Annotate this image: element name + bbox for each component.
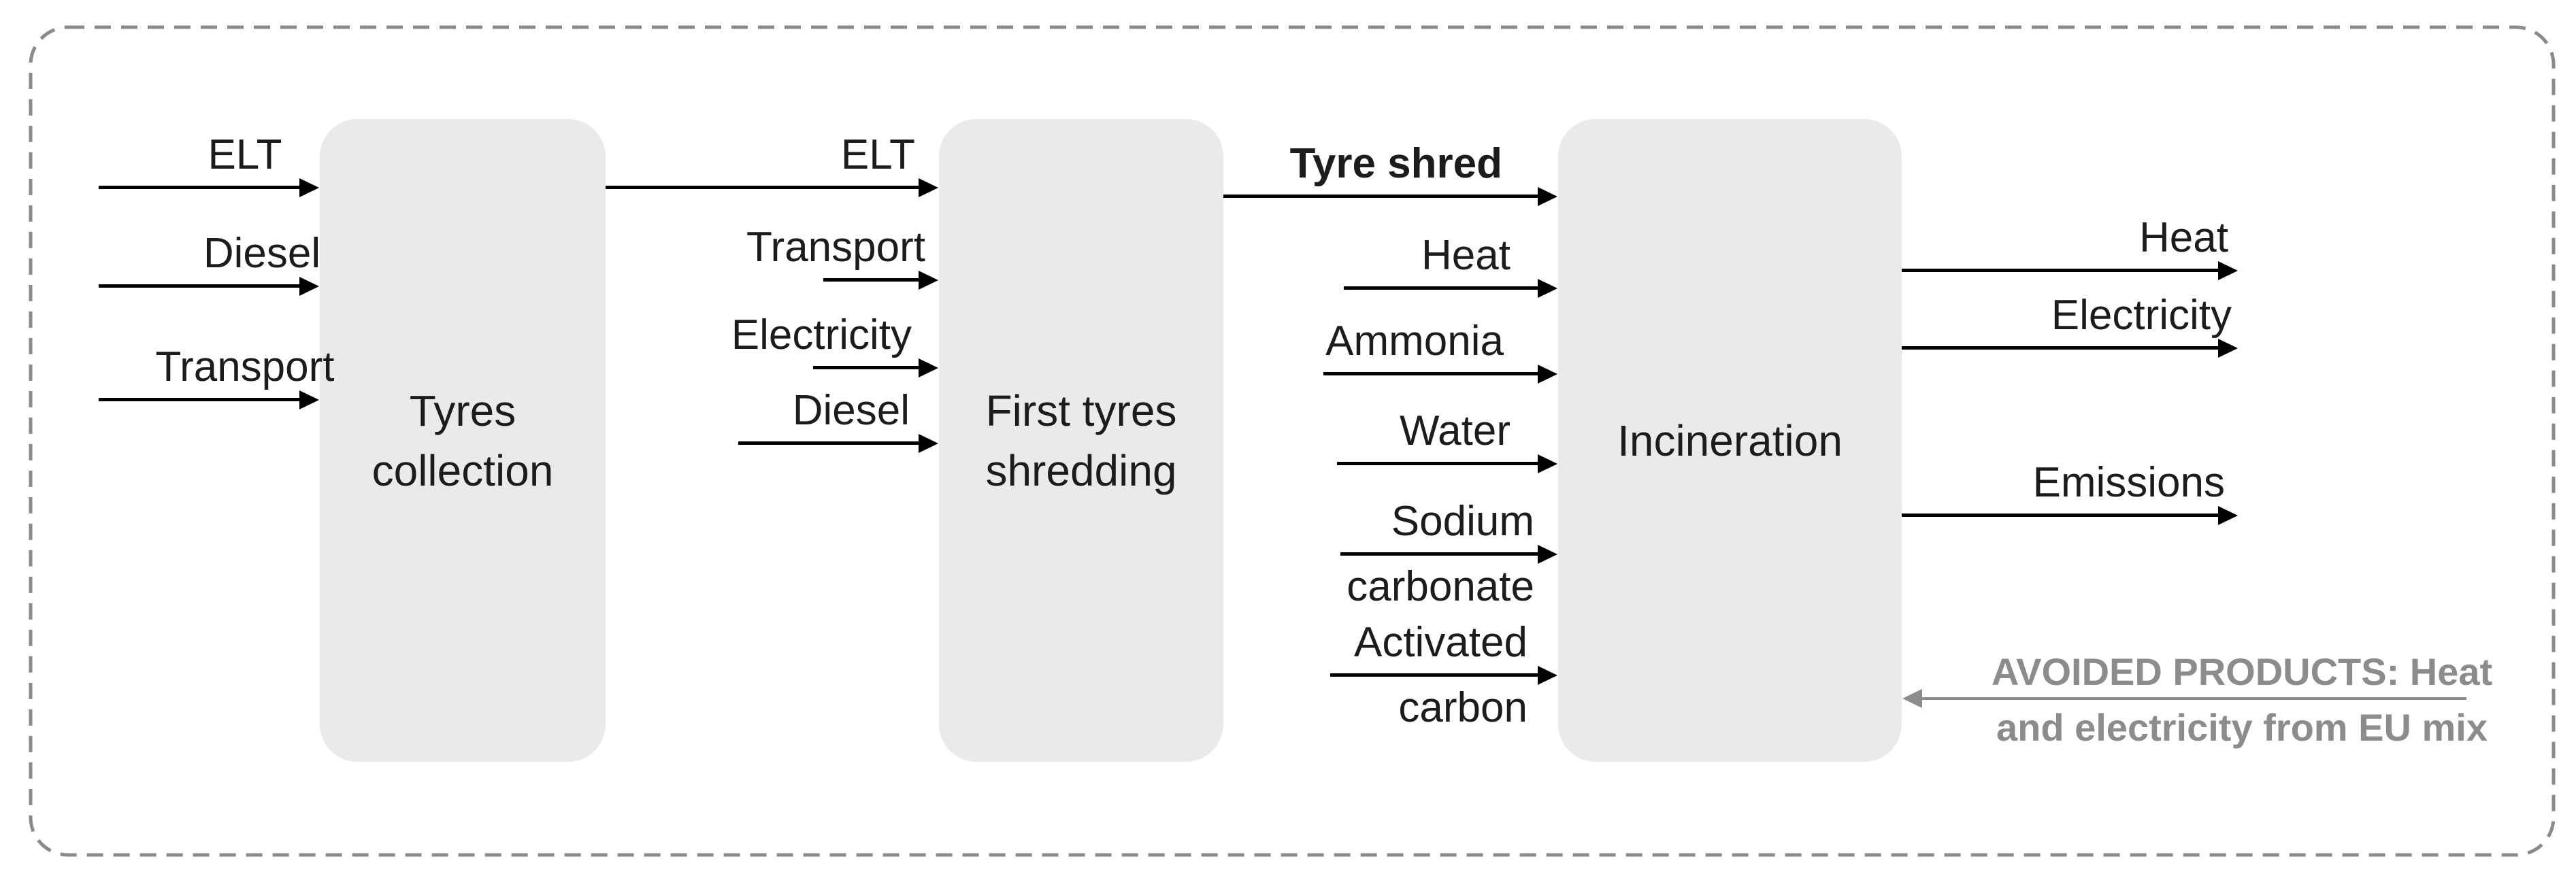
arrow-elt-into-collection <box>99 186 299 189</box>
flow-label-diesel: Diesel <box>792 387 910 434</box>
flow-label-tyre-shred: Tyre shred <box>1289 140 1502 187</box>
flow-label-water: Water <box>1399 407 1510 454</box>
flow-label-elt: ELT <box>840 131 915 178</box>
flow-label-electricity-output: Electricity <box>2051 292 2232 339</box>
arrow-electricity-output <box>1902 346 2218 350</box>
flow-label-emissions-output: Emissions <box>2032 459 2225 506</box>
arrow-transport-into-collection <box>99 398 299 401</box>
flow-label-heat-output: Heat <box>2139 214 2228 261</box>
process-box-title-line: shredding <box>985 445 1177 495</box>
flow-label-activated: Activated <box>1353 619 1528 666</box>
process-box-title-line: First tyres <box>985 386 1177 435</box>
process-box-incineration: Incineration <box>1558 119 1902 762</box>
arrow-sodium-carbonate-into-incineration <box>1340 552 1538 556</box>
process-box-first-tyres-shredding: First tyres shredding <box>939 119 1223 762</box>
process-box-tyres-collection: Tyres collection <box>320 119 606 762</box>
flow-label-sodium: Sodium <box>1391 498 1534 545</box>
arrow-tyre-shred-into-incineration <box>1223 195 1538 198</box>
avoided-products-line2: and electricity from EU mix <box>1996 706 2488 749</box>
process-box-title-line: collection <box>371 445 554 495</box>
flow-label-transport: Transport <box>746 224 925 271</box>
avoided-products-note: AVOIDED PRODUCTS: Heat and electricity f… <box>1960 644 2524 756</box>
process-box-title-line: Incineration <box>1617 416 1843 465</box>
arrow-transport-into-shredding <box>823 278 919 282</box>
flow-label-heat: Heat <box>1421 232 1510 279</box>
process-box-title-line: Tyres <box>409 386 516 435</box>
avoided-products-line1: AVOIDED PRODUCTS: Heat <box>1991 650 2493 693</box>
arrow-electricity-into-shredding <box>813 366 919 369</box>
arrow-avoided-products-into-incineration <box>1922 697 2466 700</box>
arrow-heat-output <box>1902 269 2218 272</box>
flow-label-elt: ELT <box>208 131 282 178</box>
arrow-activated-carbon-into-incineration <box>1330 673 1538 677</box>
arrow-emissions-output <box>1902 513 2218 517</box>
arrow-ammonia-into-incineration <box>1323 372 1538 375</box>
arrow-heat-into-incineration <box>1344 286 1538 290</box>
flow-label-carbonate: carbonate <box>1347 563 1534 610</box>
flow-label-diesel: Diesel <box>203 230 321 277</box>
flow-label-ammonia: Ammonia <box>1325 318 1504 365</box>
flow-label-electricity: Electricity <box>731 311 912 358</box>
arrow-diesel-into-shredding <box>738 441 919 445</box>
flow-label-carbon: carbon <box>1398 684 1528 731</box>
flow-label-transport: Transport <box>155 343 335 390</box>
arrow-diesel-into-collection <box>99 284 299 288</box>
arrow-elt-into-shredding <box>606 186 919 189</box>
arrow-water-into-incineration <box>1337 462 1538 465</box>
